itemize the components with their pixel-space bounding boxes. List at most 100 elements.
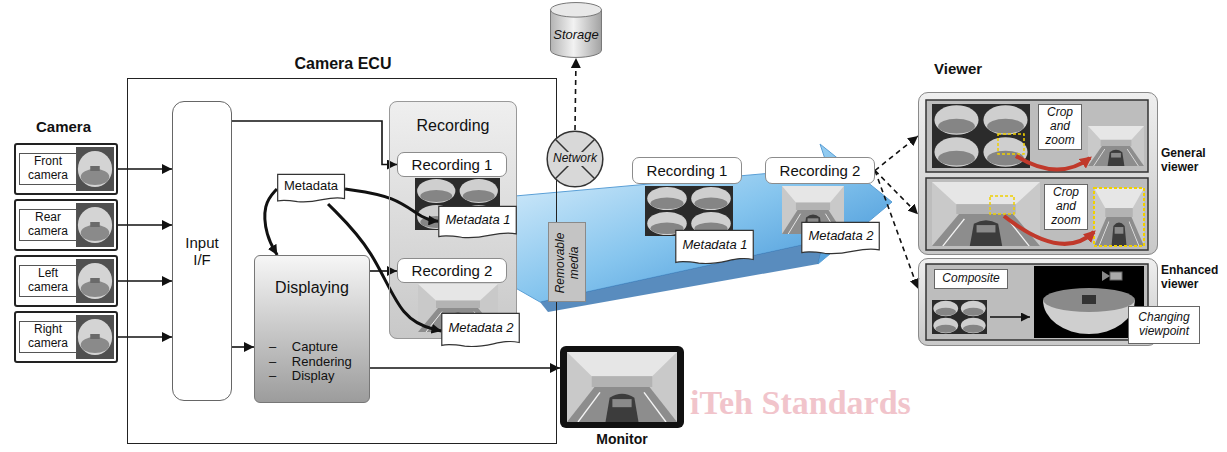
- text-holder: Viewer: [934, 58, 1014, 80]
- node-text: Recording: [417, 117, 490, 135]
- node-text: Enhanced viewer: [1161, 264, 1225, 292]
- crop-frame: [998, 134, 1024, 154]
- node-text: Input I/F: [179, 234, 225, 269]
- interface-box: Input I/F: [172, 101, 232, 401]
- node-text: Removable media: [554, 226, 582, 300]
- viewer-window: [926, 264, 1148, 340]
- removable-media-box: Removable media: [548, 222, 586, 302]
- connector: [575, 58, 576, 130]
- text-holder: Front camera: [19, 149, 77, 189]
- callout-box: Changing viewpoint: [1128, 306, 1200, 344]
- node-text: Crop and zoom: [1039, 106, 1081, 147]
- heading-label: Viewer: [934, 60, 982, 77]
- metadata-document: Metadata 1: [438, 206, 517, 240]
- crop-frame: [1094, 188, 1144, 246]
- displaying-box: Displaying – Capture – Rendering – Displa…: [254, 255, 370, 403]
- zoomed-image: [1088, 126, 1144, 166]
- node-text: Metadata: [284, 179, 338, 194]
- connector: [345, 189, 438, 221]
- connector: [265, 189, 277, 255]
- viewer-panel: General viewerCrop and zoomCrop and zoom: [918, 92, 1158, 255]
- panel-fill: [389, 101, 517, 339]
- node-text: Recording 1: [647, 162, 728, 179]
- text-holder: Right camera: [19, 317, 77, 357]
- camera-box: Front camera: [14, 143, 118, 195]
- text-holder: Recording: [390, 114, 516, 138]
- recording-label: Recording 1: [632, 157, 742, 184]
- zoomed-image: [1094, 188, 1144, 246]
- connector: [232, 121, 397, 165]
- recording-label: Recording 2: [765, 157, 875, 184]
- text-holder: Removable media: [549, 223, 587, 303]
- recording-panel: RecordingRecording 1 Metadata 1 Recording …: [389, 101, 517, 339]
- node-text: Camera ECU: [295, 55, 392, 73]
- document-outline: [442, 313, 519, 346]
- car-shape: [1082, 295, 1096, 304]
- storage-cylinder: Storage: [550, 2, 602, 58]
- callout-box: Composite: [934, 269, 1007, 289]
- recording-thumbnail: [645, 186, 733, 236]
- text-holder: Enhanced viewer: [1161, 261, 1225, 295]
- viewer-window: [926, 178, 1148, 250]
- document-outline: [676, 230, 753, 263]
- document-outline: [439, 206, 516, 237]
- camera-thumbnail: [76, 203, 114, 247]
- text-holder: Monitor: [560, 430, 684, 448]
- composite-arrow: [990, 316, 1030, 318]
- document-outline: [278, 174, 345, 202]
- node-text: Metadata 2: [808, 229, 873, 244]
- metadata-document: Metadata 1: [675, 230, 754, 266]
- node-text: Metadata 2: [448, 321, 513, 336]
- panel-fill: [918, 258, 1158, 346]
- text-holder: – Capture – Rendering – Display: [269, 332, 359, 392]
- node-text: Recording 2: [412, 262, 493, 279]
- node-text: Recording 2: [780, 162, 861, 179]
- connector: [370, 270, 397, 272]
- watermark: iTeh Standards: [690, 383, 911, 422]
- crop-frame: [990, 196, 1014, 214]
- viewer-panel: Enhanced viewerCompositeChanging viewpoi…: [918, 258, 1158, 346]
- crop-arrow: [1016, 156, 1090, 170]
- recording-label: Recording 1: [397, 152, 507, 177]
- camera-box: Right camera: [14, 311, 118, 363]
- node-text: Storage: [553, 28, 599, 43]
- text-holder: Camera ECU: [128, 52, 558, 76]
- panel-fill: [918, 92, 1158, 255]
- node-text: Composite: [942, 272, 999, 286]
- node-text: Displaying: [275, 279, 349, 297]
- text-holder: Left camera: [19, 261, 77, 301]
- node-text: Monitor: [596, 431, 647, 447]
- heading-label: Camera: [36, 118, 91, 135]
- camera-box: Left camera: [14, 255, 118, 307]
- node-text: Crop and zoom: [1045, 186, 1087, 227]
- connector: [370, 367, 560, 369]
- text-holder: Rear camera: [19, 205, 77, 245]
- camera-thumbnail: [76, 147, 114, 191]
- viewer-image: [932, 104, 1030, 168]
- node-text: Metadata 1: [682, 238, 747, 253]
- camera-thumbnail: [76, 259, 114, 303]
- recording-label: Recording 2: [397, 258, 507, 283]
- viewer-image: [932, 182, 1040, 246]
- node-text: Front camera: [19, 153, 77, 185]
- monitor-image: [567, 352, 677, 422]
- bowl-floor: [1043, 288, 1135, 312]
- node-text: Metadata 1: [445, 213, 510, 228]
- metadata-document: Metadata: [277, 174, 345, 204]
- metadata-document: Metadata 2: [441, 313, 520, 349]
- connector: [875, 171, 918, 215]
- callout-box: Crop and zoom: [1044, 184, 1088, 230]
- camera-thumbnail: [76, 315, 114, 359]
- callout-box: Crop and zoom: [1038, 104, 1082, 150]
- ecu-box: Camera ECUInput I/FMetadataRecordingReco…: [127, 78, 557, 444]
- node-text: Recording 1: [412, 156, 493, 173]
- virtual-camera-icon: [1110, 272, 1122, 280]
- node-text: Network: [553, 152, 597, 166]
- text-holder: Displaying: [255, 276, 369, 300]
- node-text: General viewer: [1161, 147, 1225, 175]
- node-text: Left camera: [19, 265, 77, 297]
- metadata-document: Metadata 2: [801, 222, 880, 256]
- connector: [875, 136, 918, 170]
- text-holder: Camera: [36, 116, 116, 138]
